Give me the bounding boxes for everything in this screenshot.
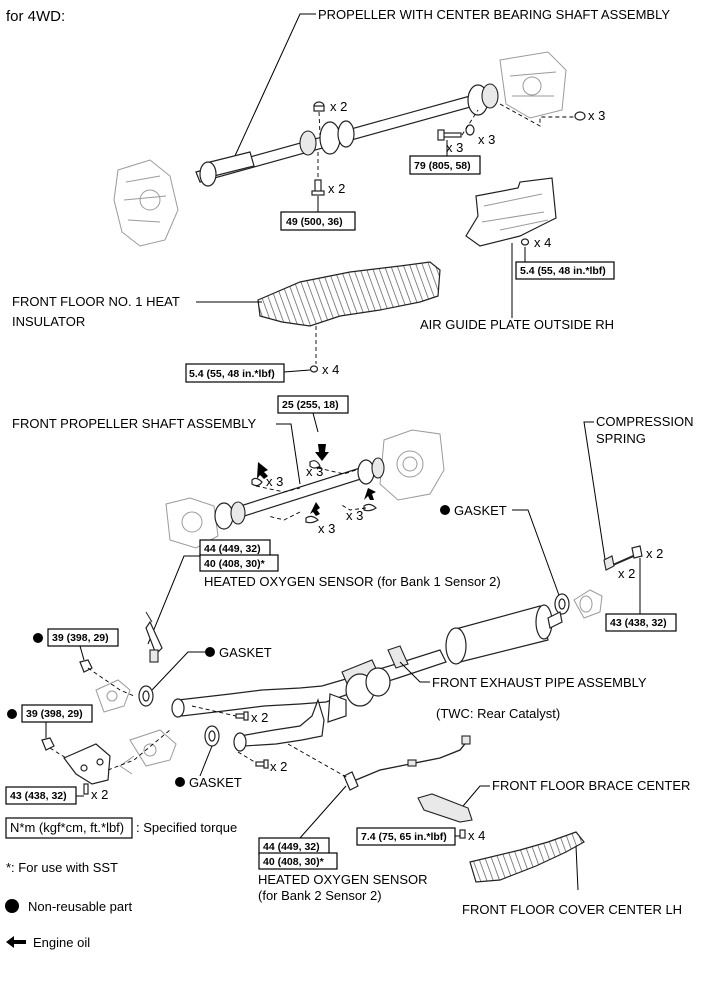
legend-non-reusable: Non-reusable part [28, 899, 132, 914]
nut-icon [41, 737, 55, 751]
bolt-arrow-icon [363, 488, 377, 512]
non-reusable-dot-icon [175, 777, 185, 787]
torque-25: 25 (255, 18) [282, 399, 339, 411]
non-reusable-dot-icon [205, 647, 215, 657]
label-hos1: HEATED OXYGEN SENSOR (for Bank 1 Sensor … [204, 574, 501, 589]
front-exhaust-pipe [171, 604, 563, 752]
label-twc: (TWC: Rear Catalyst) [436, 706, 560, 721]
manifold-outline-lower [119, 729, 177, 775]
bolt-icon [311, 179, 325, 196]
bolt-arrow-icon [305, 502, 320, 524]
legend-specified-box: N*m (kgf*cm, ft.*lbf) [10, 820, 124, 835]
torque-hos2-b: 40 (408, 30)* [263, 856, 325, 868]
label-exhaust-pipe: FRONT EXHAUST PIPE ASSEMBLY [432, 675, 647, 690]
label-hos2-1: HEATED OXYGEN SENSOR [258, 872, 428, 887]
torque-43-left: 43 (438, 32) [10, 790, 67, 802]
torque-54-air: 5.4 (55, 48 in.*lbf) [520, 265, 606, 277]
engine-oil-arrow-icon [6, 936, 26, 948]
non-reusable-dot-icon [440, 505, 450, 515]
label-compression-2: SPRING [596, 431, 646, 446]
bracket-left [63, 743, 111, 785]
bolt-icon [309, 365, 319, 373]
bolt-icon [459, 829, 466, 839]
qty-air: x 4 [534, 235, 551, 250]
propeller-center-bearing-shaft [195, 83, 499, 187]
qty-pipe-a: x 2 [251, 710, 268, 725]
label-insulator-1: FRONT FLOOR NO. 1 HEAT [12, 294, 180, 309]
label-gasket-upper: GASKET [454, 503, 507, 518]
non-reusable-dot-icon [33, 633, 43, 643]
floor-cover [469, 831, 585, 883]
bolt-icon [255, 759, 269, 769]
heat-insulator [257, 261, 441, 327]
label-gasket-lower: GASKET [189, 775, 242, 790]
label-hos2-2: (for Bank 2 Sensor 2) [258, 888, 382, 903]
bolt-icon [520, 238, 530, 246]
washer-icon [465, 124, 475, 136]
non-reusable-dot-icon [7, 709, 17, 719]
non-reusable-dot-icon [5, 899, 19, 913]
qty-brace: x 4 [468, 828, 485, 843]
flange-outline [573, 589, 603, 619]
legend-sst: *: For use with SST [6, 860, 118, 875]
label-propeller-center: PROPELLER WITH CENTER BEARING SHAFT ASSE… [318, 7, 670, 22]
qty-fp-b: x 3 [306, 464, 323, 479]
front-propeller-shaft [214, 457, 385, 530]
torque-49: 49 (500, 36) [286, 216, 343, 228]
qty-ins: x 4 [322, 362, 339, 377]
torque-54-ins: 5.4 (55, 48 in.*lbf) [189, 368, 275, 380]
label-gasket-left: GASKET [219, 645, 272, 660]
transfer-outline [379, 429, 445, 501]
transmission-outline-top [113, 159, 179, 247]
torque-hos2-a: 44 (449, 32) [263, 841, 320, 853]
oxygen-sensor-1 [145, 611, 163, 663]
torque-74: 7.4 (75, 65 in.*lbf) [361, 831, 447, 843]
bolt-icon [235, 711, 249, 721]
label-front-propeller: FRONT PROPELLER SHAFT ASSEMBLY [12, 416, 257, 431]
header-label: for 4WD: [6, 8, 65, 25]
qty-left-bolt: x 2 [91, 787, 108, 802]
bolt-icon [437, 129, 462, 141]
nut-icon [313, 101, 325, 112]
front-diff-outline [165, 497, 219, 549]
torque-hos1-b: 40 (408, 30)* [204, 558, 266, 570]
bolt-icon [83, 783, 89, 795]
air-guide-plate [465, 177, 557, 247]
torque-hos1-a: 44 (449, 32) [204, 543, 261, 555]
qty-nut-top: x 2 [330, 99, 347, 114]
qty-spring-a: x 2 [646, 546, 663, 561]
spring-bolt [603, 545, 643, 571]
torque-43-right: 43 (438, 32) [610, 617, 667, 629]
manifold-outline [95, 679, 131, 713]
nut-icon [79, 659, 93, 673]
legend-specified-text: : Specified torque [136, 820, 237, 835]
qty-fp-a: x 3 [266, 474, 283, 489]
torque-79: 79 (805, 58) [414, 160, 471, 172]
qty-fp-d: x 3 [318, 521, 335, 536]
differential-outline-top [499, 51, 567, 119]
torque-39-b: 39 (398, 29) [26, 708, 83, 720]
qty-spring-b: x 2 [618, 566, 635, 581]
floor-brace [417, 793, 473, 823]
label-floor-cover: FRONT FLOOR COVER CENTER LH [462, 902, 682, 917]
label-air-guide: AIR GUIDE PLATE OUTSIDE RH [420, 317, 614, 332]
qty-bolt-3: x 3 [446, 140, 463, 155]
qty-fp-c: x 3 [346, 508, 363, 523]
qty-pipe-b: x 2 [270, 759, 287, 774]
qty-bolt-center: x 2 [328, 181, 345, 196]
torque-39-a: 39 (398, 29) [52, 632, 109, 644]
nut-icon [574, 111, 586, 121]
legend-engine-oil: Engine oil [33, 935, 90, 950]
qty-nut-right: x 3 [588, 108, 605, 123]
qty-washer-3: x 3 [478, 132, 495, 147]
label-insulator-2: INSULATOR [12, 314, 85, 329]
bolt-arrow-icon [309, 444, 329, 469]
bolt-arrow-icon [251, 462, 268, 487]
label-floor-brace: FRONT FLOOR BRACE CENTER [492, 778, 690, 793]
label-compression-1: COMPRESSION [596, 414, 694, 429]
oxygen-sensor-2 [343, 735, 471, 791]
